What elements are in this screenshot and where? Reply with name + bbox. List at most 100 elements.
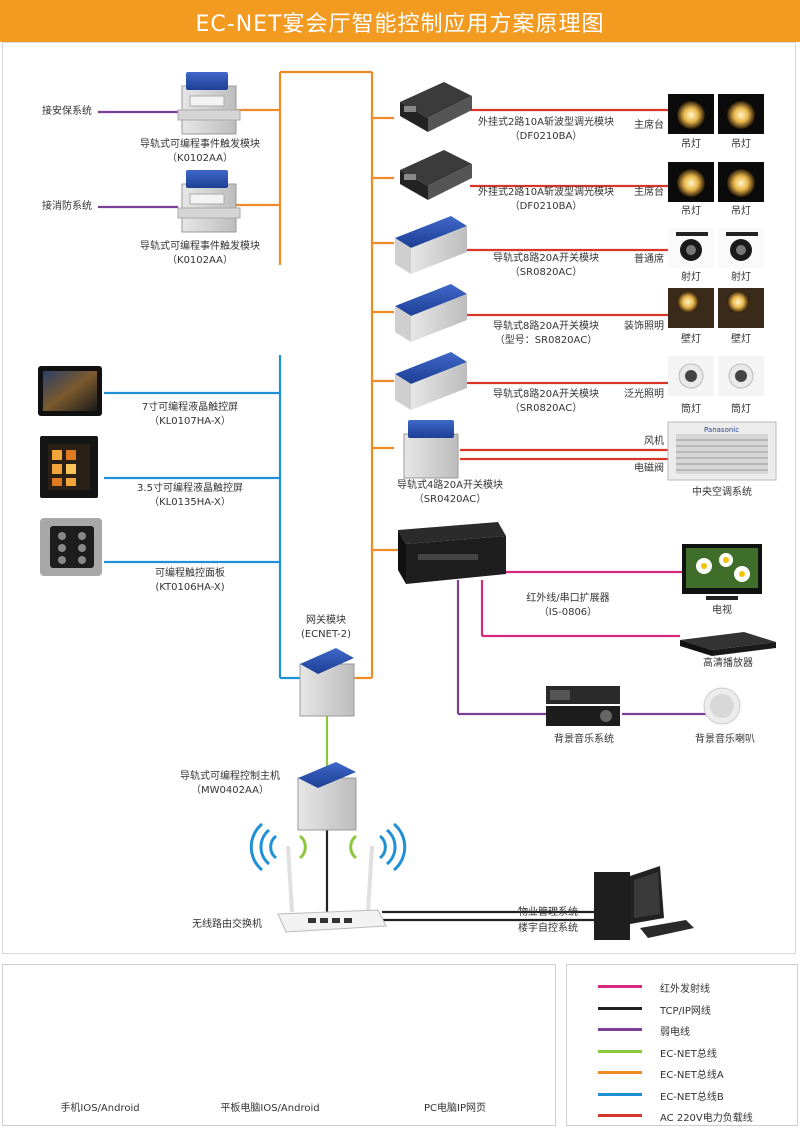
legend-label-0: 红外发射线 xyxy=(660,984,710,995)
touch-panel-2-name: 3.5寸可编程液晶触控屏 xyxy=(137,483,243,494)
switch-module-1-image xyxy=(395,216,467,274)
host-model: （MW0402AA） xyxy=(191,785,269,796)
client-tablet-label: 平板电脑IOS/Android xyxy=(220,1103,320,1114)
ecnet-bus-a-lines xyxy=(236,70,398,680)
property-system-label: 物业管理系统 xyxy=(518,907,578,918)
building-system-label: 楼宇自控系统 xyxy=(518,923,578,934)
wifi-signal-left-icon xyxy=(249,822,307,872)
touch-keypad-image xyxy=(40,518,102,576)
device-3b-label: 射灯 xyxy=(731,272,751,283)
legend-swatch-2 xyxy=(598,1028,642,1031)
ir-extender-name: 红外线/串口扩展器 xyxy=(526,593,610,604)
music-system-image xyxy=(546,686,620,726)
dimmer-module-1-image xyxy=(400,82,472,132)
event-module-2-image xyxy=(177,170,241,233)
header-bar: EC-NET宴会厅智能控制应用方案原理图 xyxy=(0,0,800,42)
switch-module-4way-image xyxy=(403,420,459,479)
module-1-model: （DF0210BA） xyxy=(509,131,583,142)
legend-label-3: EC-NET总线 xyxy=(660,1048,717,1060)
chandelier-lamps xyxy=(668,94,764,202)
hvac-brand-label: Panasonic xyxy=(704,426,740,434)
ecnet-bus-b-lines xyxy=(104,355,300,680)
ir-extender-image xyxy=(398,522,506,584)
ac-load-lines xyxy=(460,108,668,461)
legend-label-6: AC 220V电力负载线 xyxy=(660,1113,753,1124)
legend-swatch-0 xyxy=(598,985,642,988)
gateway-model: (ECNET-2) xyxy=(300,629,352,640)
legend-swatch-6 xyxy=(598,1114,642,1117)
hvac-unit-image xyxy=(667,421,777,481)
ir-lines xyxy=(480,570,682,638)
zone-3-label: 普通席 xyxy=(634,254,664,265)
touch-panel-3-name: 可编程触控面板 xyxy=(155,568,225,579)
touch-panel-3-model: (KT0106HA-X) xyxy=(155,582,225,593)
zone-1-label: 主席台 xyxy=(634,120,664,131)
event-module-1-name: 导轨式可编程事件触发模块 xyxy=(140,139,260,150)
gateway-module-image xyxy=(299,648,355,717)
legend-swatch-4 xyxy=(598,1071,642,1074)
player-label: 高清播放器 xyxy=(703,658,753,669)
hvac-module-name: 导轨式4路20A开关模块 xyxy=(397,480,503,491)
host-name: 导轨式可编程控制主机 xyxy=(180,771,280,782)
legend-swatch-3 xyxy=(598,1049,642,1053)
switch-module-2-image xyxy=(395,284,467,342)
hvac-fan-label: 风机 xyxy=(644,436,664,447)
legend-swatch-1 xyxy=(598,1006,642,1010)
spotlight-lamps xyxy=(668,228,764,268)
legend-swatch-5 xyxy=(598,1092,642,1096)
music-system-label: 背景音乐系统 xyxy=(554,734,614,745)
legend-label-2: 弱电线 xyxy=(660,1027,690,1038)
device-2a-label: 吊灯 xyxy=(681,206,701,217)
gateway-name: 网关模块 xyxy=(306,615,346,626)
host-module-image xyxy=(297,762,357,831)
touch-panel-1-model: （KL0107HA-X） xyxy=(149,416,231,427)
module-3-name: 导轨式8路20A开关模块 xyxy=(493,253,599,264)
router-image xyxy=(277,845,387,933)
event-module-2-model: （K0102AA） xyxy=(167,255,233,266)
module-2-model: （DF0210BA） xyxy=(509,201,583,212)
touch-panel-35in-image xyxy=(40,436,98,498)
speaker-label: 背景音乐喇叭 xyxy=(695,734,755,745)
hvac-valve-label: 电磁阀 xyxy=(634,463,664,474)
client-pc-label: PC电脑IP网页 xyxy=(424,1103,486,1114)
device-5a-label: 筒灯 xyxy=(681,404,701,415)
tv-image xyxy=(682,544,762,600)
hvac-module-model: （SR0420AC） xyxy=(413,494,487,505)
module-5-model: （SR0820AC） xyxy=(509,403,583,414)
ir-extender-model: （IS-0806） xyxy=(538,607,598,618)
weak-current-lines xyxy=(98,110,706,716)
clients-panel xyxy=(2,964,556,1126)
device-1a-label: 吊灯 xyxy=(681,139,701,150)
legend-panel xyxy=(566,964,798,1126)
legend-label-1: TCP/IP网线 xyxy=(660,1005,711,1017)
wall-lamps xyxy=(668,288,764,328)
dimmer-module-2-image xyxy=(400,150,472,200)
wifi-signal-right-icon xyxy=(349,822,407,872)
fire-input-label: 接消防系统 xyxy=(42,201,92,212)
device-4b-label: 壁灯 xyxy=(731,334,751,345)
router-label: 无线路由交换机 xyxy=(192,919,262,930)
module-2-name: 外挂式2路10A斩波型调光模块 xyxy=(478,187,614,198)
security-input-label: 接安保系统 xyxy=(42,106,92,117)
touch-panel-1-name: 7寸可编程液晶触控屏 xyxy=(141,402,239,413)
module-3-model: （SR0820AC） xyxy=(509,267,583,278)
module-4-name: 导轨式8路20A开关模块 xyxy=(493,321,599,332)
event-module-1-model: （K0102AA） xyxy=(167,153,233,164)
device-2b-label: 吊灯 xyxy=(731,206,751,217)
zone-2-label: 主席台 xyxy=(634,187,664,198)
tv-label: 电视 xyxy=(712,605,732,616)
pc-workstation-image xyxy=(594,866,694,940)
event-module-1-image xyxy=(177,72,241,135)
module-4-model: （型号：SR0820AC） xyxy=(494,335,598,346)
device-4a-label: 壁灯 xyxy=(681,334,701,345)
diagram-frame xyxy=(2,42,796,954)
hd-player-image xyxy=(680,632,776,656)
module-1-name: 外挂式2路10A斩波型调光模块 xyxy=(478,117,614,128)
zone-4-label: 装饰照明 xyxy=(624,321,664,332)
hvac-system-label: 中央空调系统 xyxy=(692,487,752,498)
device-5b-label: 筒灯 xyxy=(731,404,751,415)
legend-label-5: EC-NET总线B xyxy=(660,1091,724,1103)
module-5-name: 导轨式8路20A开关模块 xyxy=(493,389,599,400)
device-1b-label: 吊灯 xyxy=(731,139,751,150)
